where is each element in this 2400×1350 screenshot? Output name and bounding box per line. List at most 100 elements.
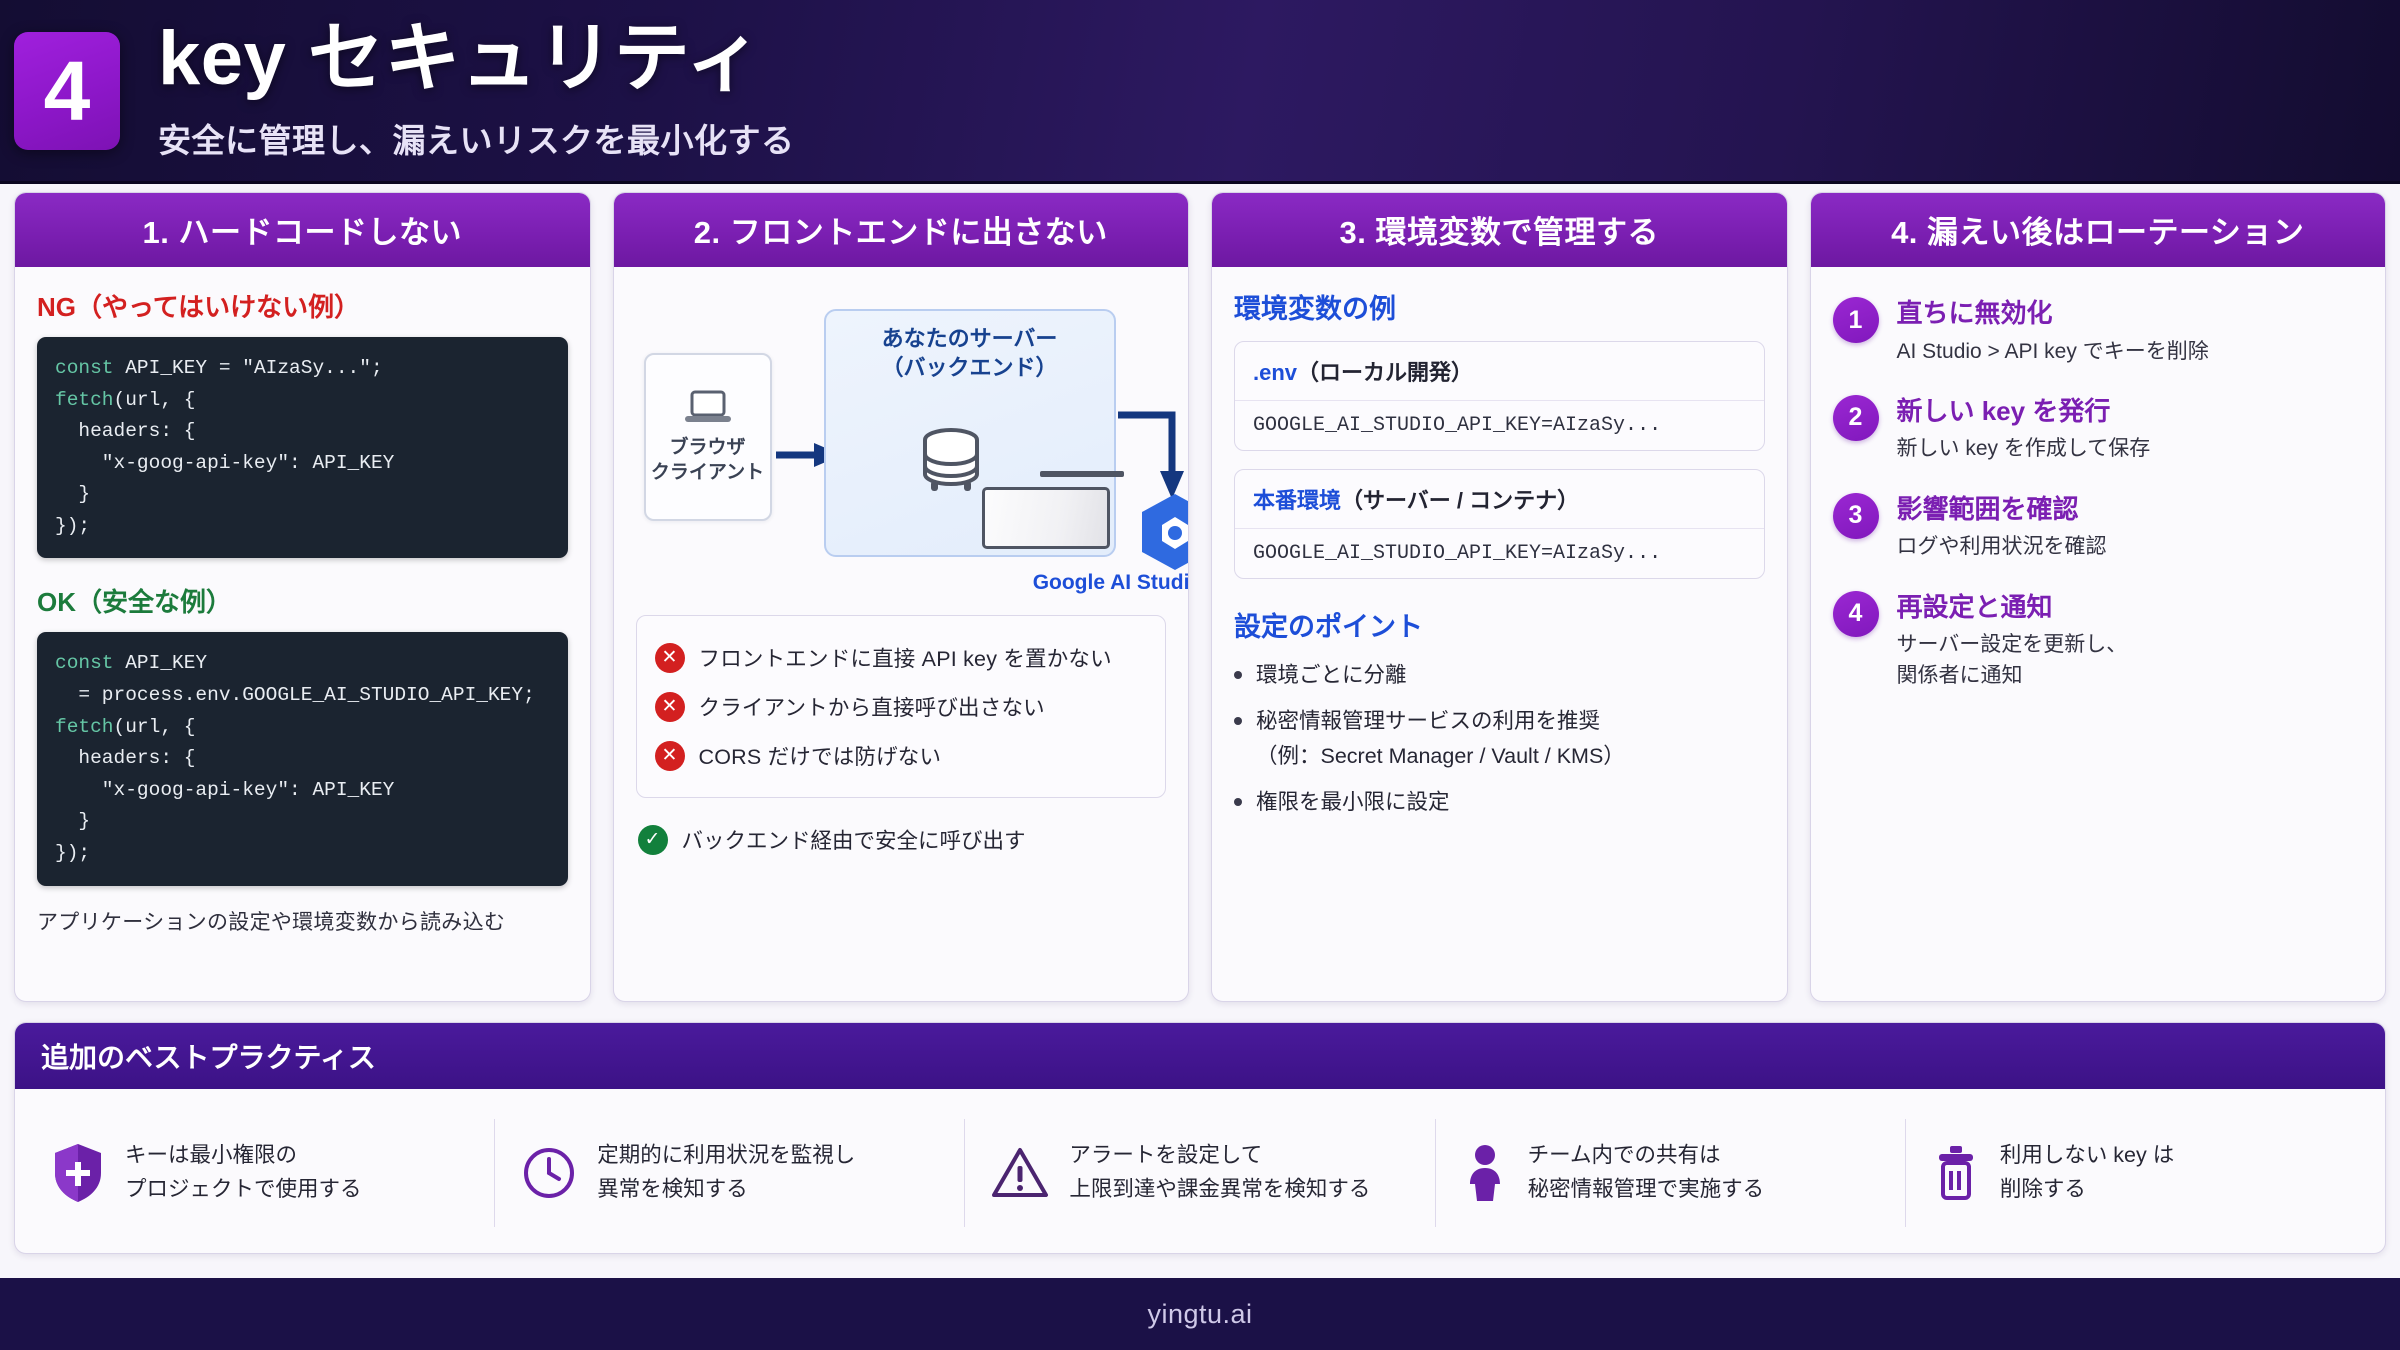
hardcode-note: アプリケーションの設定や環境変数から読み込む: [37, 910, 506, 934]
rotation-step: 4 再設定と通知 サーバー設定を更新し、 関係者に通知: [1832, 590, 2364, 691]
step-title: 再設定と通知: [1896, 591, 2053, 622]
best-practice-line2: 秘密情報管理で実施する: [1527, 1176, 1765, 1201]
best-practice-label: キーは最小権限の プロジェクトで使用する: [125, 1139, 362, 1206]
point-item: 権限を最小限に設定: [1234, 786, 1765, 818]
card-header-4: 4. 漏えい後はローテーション: [1810, 193, 2385, 267]
card-hardcode: 1. ハードコードしない NG（やってはいけない例） const API_KEY…: [14, 192, 591, 1002]
env-card-header: .env（ローカル開発）: [1235, 342, 1764, 401]
step-description-line2: 関係者に通知: [1896, 663, 2023, 687]
env-card-key: .env: [1253, 360, 1298, 385]
step-text-group: 影響範囲を確認 ログや利用状況を確認: [1897, 493, 2107, 563]
point-item-label: 権限を最小限に設定: [1256, 789, 1450, 814]
browser-client-label-line2: クライアント: [650, 462, 765, 483]
env-card-value: GOOGLE_AI_STUDIO_API_KEY=AIzaSy...: [1253, 414, 1662, 437]
best-practices-items: キーは最小権限の プロジェクトで使用する 定期的に利用状況を監視し 異常を検知す…: [15, 1089, 2385, 1253]
point-item-label: 環境ごとに分離: [1256, 663, 1407, 687]
card-body-2: ブラウザ クライアント あなたのサーバー （バックエンド）: [614, 267, 1189, 1001]
point-item-sub: （例：Secret Manager / Vault / KMS）: [1256, 743, 1625, 768]
env-section-title: 環境変数の例: [1234, 294, 1396, 324]
step-description: サーバー設定を更新し、 関係者に通知: [1897, 630, 2128, 691]
best-practice-line2: 削除する: [1999, 1176, 2086, 1201]
step-title: 新しい key を発行: [1896, 395, 2111, 426]
shield-icon: [55, 1143, 101, 1202]
ok-label: OK（安全な例）: [37, 587, 233, 618]
person-icon: [1469, 1144, 1500, 1201]
card-body-1: NG（やってはいけない例） const API_KEY = "AIzaSy...…: [15, 267, 590, 1001]
bullet-icon: [1234, 797, 1242, 806]
step-number-badge: 2: [1832, 394, 1879, 441]
browser-client-node: ブラウザ クライアント: [643, 353, 772, 521]
points-title: 設定のポイント: [1234, 612, 1423, 642]
server-panel-shape: [981, 487, 1110, 549]
best-practice-line1: 定期的に利用状況を監視し: [597, 1143, 856, 1168]
step-title: 影響範囲を確認: [1896, 493, 2079, 524]
points-list: 環境ごとに分離 秘密情報管理サービスの利用を推奨 （例：Secret Manag…: [1234, 659, 1765, 818]
warning-icon: [992, 1147, 1049, 1197]
card-header-3: 3. 環境変数で管理する: [1212, 193, 1787, 267]
step-text-group: 再設定と通知 サーバー設定を更新し、 関係者に通知: [1897, 591, 2128, 691]
best-practice-line2: 上限到達や課金異常を検知する: [1069, 1176, 1371, 1201]
best-practice-label: 定期的に利用状況を監視し 異常を検知する: [597, 1139, 855, 1206]
step-description: AI Studio > API key でキーを削除: [1896, 339, 2209, 363]
step-text-group: 新しい key を発行 新しい key を作成して保存: [1897, 395, 2151, 465]
best-practice-label: アラートを設定して 上限到達や課金異常を検知する: [1069, 1139, 1370, 1206]
rotation-step: 3 影響範囲を確認 ログや利用状況を確認: [1832, 492, 2364, 563]
best-practice-item: アラートを設定して 上限到達や課金異常を検知する: [965, 1118, 1436, 1227]
best-practice-line2: プロジェクトで使用する: [125, 1176, 362, 1201]
rotation-step: 1 直ちに無効化 AI Studio > API key でキーを削除: [1832, 297, 2364, 367]
cross-icon: ✕: [654, 691, 685, 722]
best-practice-item: チーム内での共有は 秘密情報管理で実施する: [1436, 1118, 1906, 1227]
best-practice-line1: チーム内での共有は: [1527, 1143, 1721, 1168]
best-practice-label: チーム内での共有は 秘密情報管理で実施する: [1528, 1139, 1765, 1206]
best-practices-title: 追加のベストプラクティス: [15, 1023, 2385, 1089]
columns-container: 1. ハードコードしない NG（やってはいけない例） const API_KEY…: [0, 192, 2400, 1002]
page-title: key セキュリティ: [158, 16, 763, 102]
best-practice-line2: 異常を検知する: [597, 1176, 748, 1201]
card-header-1: 1. ハードコードしない: [15, 193, 590, 267]
env-card-key: 本番環境: [1253, 488, 1342, 513]
page-header: 4 key セキュリティ 安全に管理し、漏えいリスクを最小化する: [0, 0, 2400, 184]
env-card-local: .env（ローカル開発） GOOGLE_AI_STUDIO_API_KEY=AI…: [1234, 341, 1765, 451]
warning-item: ✕ フロントエンドに直接 API key を置かない: [654, 633, 1148, 682]
card-body-3: 環境変数の例 .env（ローカル開発） GOOGLE_AI_STUDIO_API…: [1212, 267, 1787, 1001]
step-description-line1: サーバー設定を更新し、: [1896, 633, 2128, 657]
step-description: ログや利用状況を確認: [1896, 535, 2107, 559]
ok-code-block: const API_KEY = process.env.GOOGLE_AI_ST…: [37, 632, 568, 886]
card-header-2: 2. フロントエンドに出さない: [613, 193, 1188, 267]
bullet-icon: [1234, 717, 1242, 726]
env-card-value: GOOGLE_AI_STUDIO_API_KEY=AIzaSy...: [1253, 542, 1662, 565]
step-title: 直ちに無効化: [1896, 298, 2053, 328]
best-practice-line1: キーは最小権限の: [125, 1143, 298, 1168]
rotation-step: 2 新しい key を発行 新しい key を作成して保存: [1832, 394, 2364, 465]
env-card-header: 本番環境（サーバー / コンテナ）: [1235, 470, 1764, 529]
point-item-label: 秘密情報管理サービスの利用を推奨 （例：Secret Manager / Vau…: [1256, 705, 1625, 772]
point-item: 秘密情報管理サービスの利用を推奨 （例：Secret Manager / Vau…: [1234, 705, 1765, 772]
check-icon: ✓: [637, 824, 668, 855]
warning-item-label: フロントエンドに直接 API key を置かない: [698, 647, 1112, 671]
env-card-key-suffix: （ローカル開発）: [1297, 360, 1474, 385]
database-icon: [922, 428, 979, 491]
warning-item-label: クライアントから直接呼び出さない: [698, 696, 1045, 720]
card-body-4: 1 直ちに無効化 AI Studio > API key でキーを削除 2 新し…: [1811, 267, 2386, 1001]
warning-item: ✕ クライアントから直接呼び出さない: [654, 682, 1148, 731]
best-practice-item: キーは最小権限の プロジェクトで使用する: [25, 1118, 496, 1227]
page-subtitle: 安全に管理し、漏えいリスクを最小化する: [158, 121, 795, 159]
google-ai-studio-api-icon: [1141, 494, 1189, 570]
step-number-badge: 1: [1832, 297, 1879, 343]
env-card-production: 本番環境（サーバー / コンテナ） GOOGLE_AI_STUDIO_API_K…: [1234, 469, 1765, 579]
laptop-icon: [684, 390, 731, 423]
google-ai-studio-api-label: Google AI Studio API: [1032, 571, 1189, 594]
backend-server-label: あなたのサーバー （バックエンド）: [826, 311, 1114, 382]
ng-label: NG（やってはいけない例）: [37, 292, 361, 322]
card-env-vars: 3. 環境変数で管理する 環境変数の例 .env（ローカル開発） GOOGLE_…: [1211, 192, 1788, 1002]
recommended-item: ✓ バックエンド経由で安全に呼び出す: [636, 798, 1167, 855]
cross-icon: ✕: [654, 740, 685, 771]
backend-label-line2: （バックエンド）: [881, 354, 1058, 380]
best-practices-panel: 追加のベストプラクティス キーは最小権限の プロジェクトで使用する: [14, 1022, 2386, 1254]
frontend-warnings-box: ✕ フロントエンドに直接 API key を置かない ✕ クライアントから直接呼…: [635, 615, 1166, 798]
step-number-badge: 4: [1832, 590, 1879, 637]
step-number-badge: 3: [1832, 492, 1879, 539]
best-practice-item: 利用しない key は 削除する: [1906, 1119, 2375, 1227]
best-practice-label: 利用しない key は 削除する: [2000, 1139, 2174, 1206]
